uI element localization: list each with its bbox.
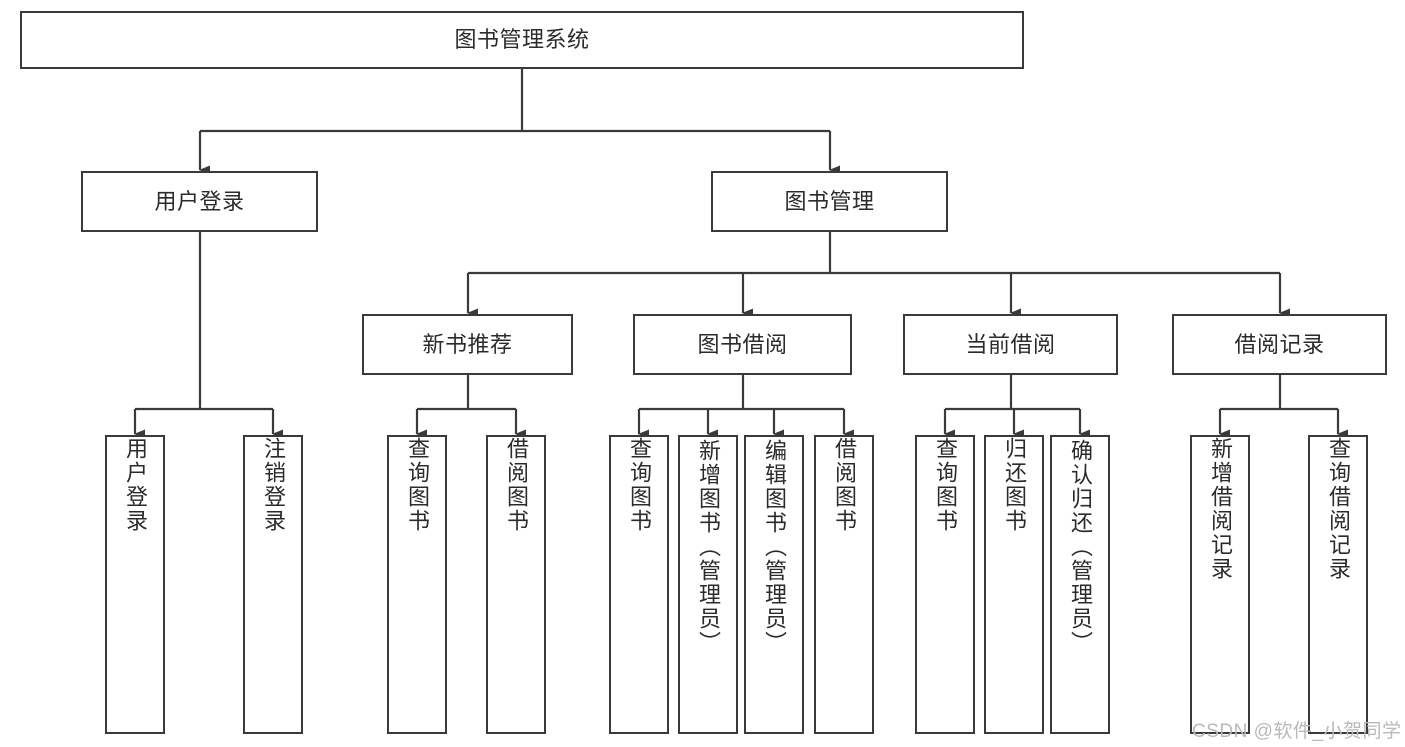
node-label: 查询图书 <box>404 437 430 533</box>
node-user_login[interactable]: 用户登录 <box>81 171 318 232</box>
node-book_borrow[interactable]: 图书借阅 <box>633 314 852 375</box>
node-label: 借阅记录 <box>1234 331 1325 357</box>
node-leaf_cb_return[interactable]: 归还图书 <box>984 435 1044 734</box>
node-label: 注销登录 <box>260 437 286 533</box>
node-label: 当前借阅 <box>965 331 1056 357</box>
node-leaf_bb_add[interactable]: 新增图书（管理员） <box>678 435 738 734</box>
node-label: 确认归还（管理员） <box>1067 439 1093 655</box>
node-leaf_br_add[interactable]: 新增借阅记录 <box>1190 435 1250 734</box>
node-leaf_br_query[interactable]: 查询借阅记录 <box>1308 435 1368 734</box>
node-label: 新增图书（管理员） <box>695 439 721 655</box>
node-leaf_bb_borrow[interactable]: 借阅图书 <box>814 435 874 734</box>
node-root[interactable]: 图书管理系统 <box>20 11 1024 69</box>
node-label: 查询图书 <box>932 437 958 533</box>
node-leaf_bb_query[interactable]: 查询图书 <box>609 435 669 734</box>
node-leaf_rec_query[interactable]: 查询图书 <box>387 435 447 734</box>
node-label: 借阅图书 <box>831 437 857 533</box>
node-leaf_cb_confirm[interactable]: 确认归还（管理员） <box>1050 435 1110 734</box>
node-current_borrow[interactable]: 当前借阅 <box>903 314 1118 375</box>
node-borrow_record[interactable]: 借阅记录 <box>1172 314 1387 375</box>
node-label: 图书管理 <box>784 188 875 214</box>
node-leaf_cb_query[interactable]: 查询图书 <box>915 435 975 734</box>
node-label: 用户登录 <box>122 437 148 533</box>
node-label: 借阅图书 <box>503 437 529 533</box>
node-leaf_user_login[interactable]: 用户登录 <box>105 435 165 734</box>
node-label: 图书管理系统 <box>454 27 590 53</box>
node-leaf_user_logout[interactable]: 注销登录 <box>243 435 303 734</box>
node-label: 编辑图书（管理员） <box>761 439 787 655</box>
node-label: 查询图书 <box>626 437 652 533</box>
node-label: 用户登录 <box>154 188 245 214</box>
node-label: 归还图书 <box>1001 437 1027 533</box>
node-label: 图书借阅 <box>697 331 788 357</box>
node-label: 查询借阅记录 <box>1325 437 1351 581</box>
node-leaf_rec_borrow[interactable]: 借阅图书 <box>486 435 546 734</box>
node-label: 新增借阅记录 <box>1207 437 1233 581</box>
node-leaf_bb_edit[interactable]: 编辑图书（管理员） <box>744 435 804 734</box>
node-new_book_rec[interactable]: 新书推荐 <box>362 314 573 375</box>
node-label: 新书推荐 <box>422 331 513 357</box>
node-book_manage[interactable]: 图书管理 <box>711 171 948 232</box>
